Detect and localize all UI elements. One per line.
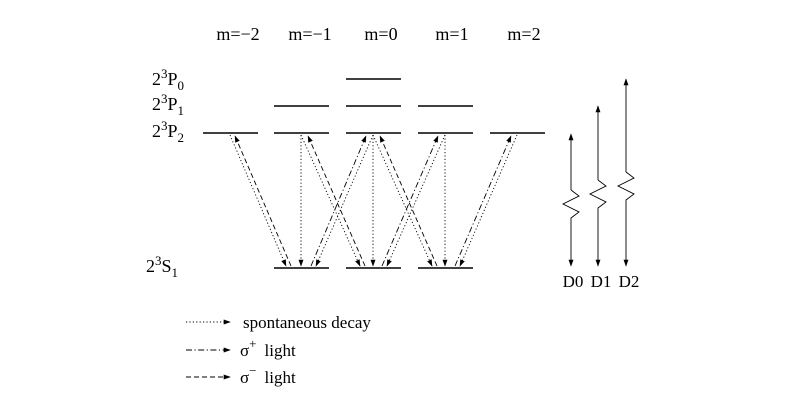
decay-m1-to-m0 xyxy=(386,134,446,267)
level-label-2-3S1: 23S1 xyxy=(146,253,178,280)
sigma-plus-m1-to-m2 xyxy=(454,135,512,267)
m-label-minus1: m=−1 xyxy=(288,24,331,44)
decay-m0-to-m1 xyxy=(372,134,433,267)
level-label-2-3P2: 23P2 xyxy=(152,118,184,145)
legend-text-spontaneous: spontaneous decay xyxy=(243,313,371,332)
sigma-plus-m-1-to-m0 xyxy=(310,135,367,267)
detuning-label-d0: D0 xyxy=(563,272,584,291)
decay-m-2-to-m-1 xyxy=(229,134,287,267)
detuning-arrow-d0 xyxy=(561,133,580,267)
m-label-1: m=1 xyxy=(435,24,468,44)
sigma-minus-m-1-to-m-2 xyxy=(234,135,292,267)
sigma-minus-m1-to-m0 xyxy=(379,135,438,267)
legend-text-sigma-plus: σ+light xyxy=(240,336,296,360)
decay-m2-to-m1 xyxy=(459,134,518,267)
detuning-arrow-d2 xyxy=(616,78,635,267)
detuning-label-d2: D2 xyxy=(619,272,640,291)
m-label-minus2: m=−2 xyxy=(216,24,259,44)
detuning-label-d1: D1 xyxy=(591,272,612,291)
legend-text-sigma-minus: σ−light xyxy=(240,363,296,387)
m-label-0: m=0 xyxy=(364,24,397,44)
level-label-2-3P1: 23P1 xyxy=(152,91,184,118)
level-label-2-3P0: 23P0 xyxy=(152,66,184,93)
decay-m0-to-m-1 xyxy=(315,134,374,267)
sigma-minus-m0-to-m-1 xyxy=(307,135,366,267)
sigma-plus-m0-to-m1 xyxy=(381,135,439,267)
legend: spontaneous decay σ+light σ−light xyxy=(186,313,371,387)
m-label-2: m=2 xyxy=(507,24,540,44)
detuning-arrow-d1 xyxy=(588,105,607,267)
decay-m-1-to-m0 xyxy=(300,134,361,267)
